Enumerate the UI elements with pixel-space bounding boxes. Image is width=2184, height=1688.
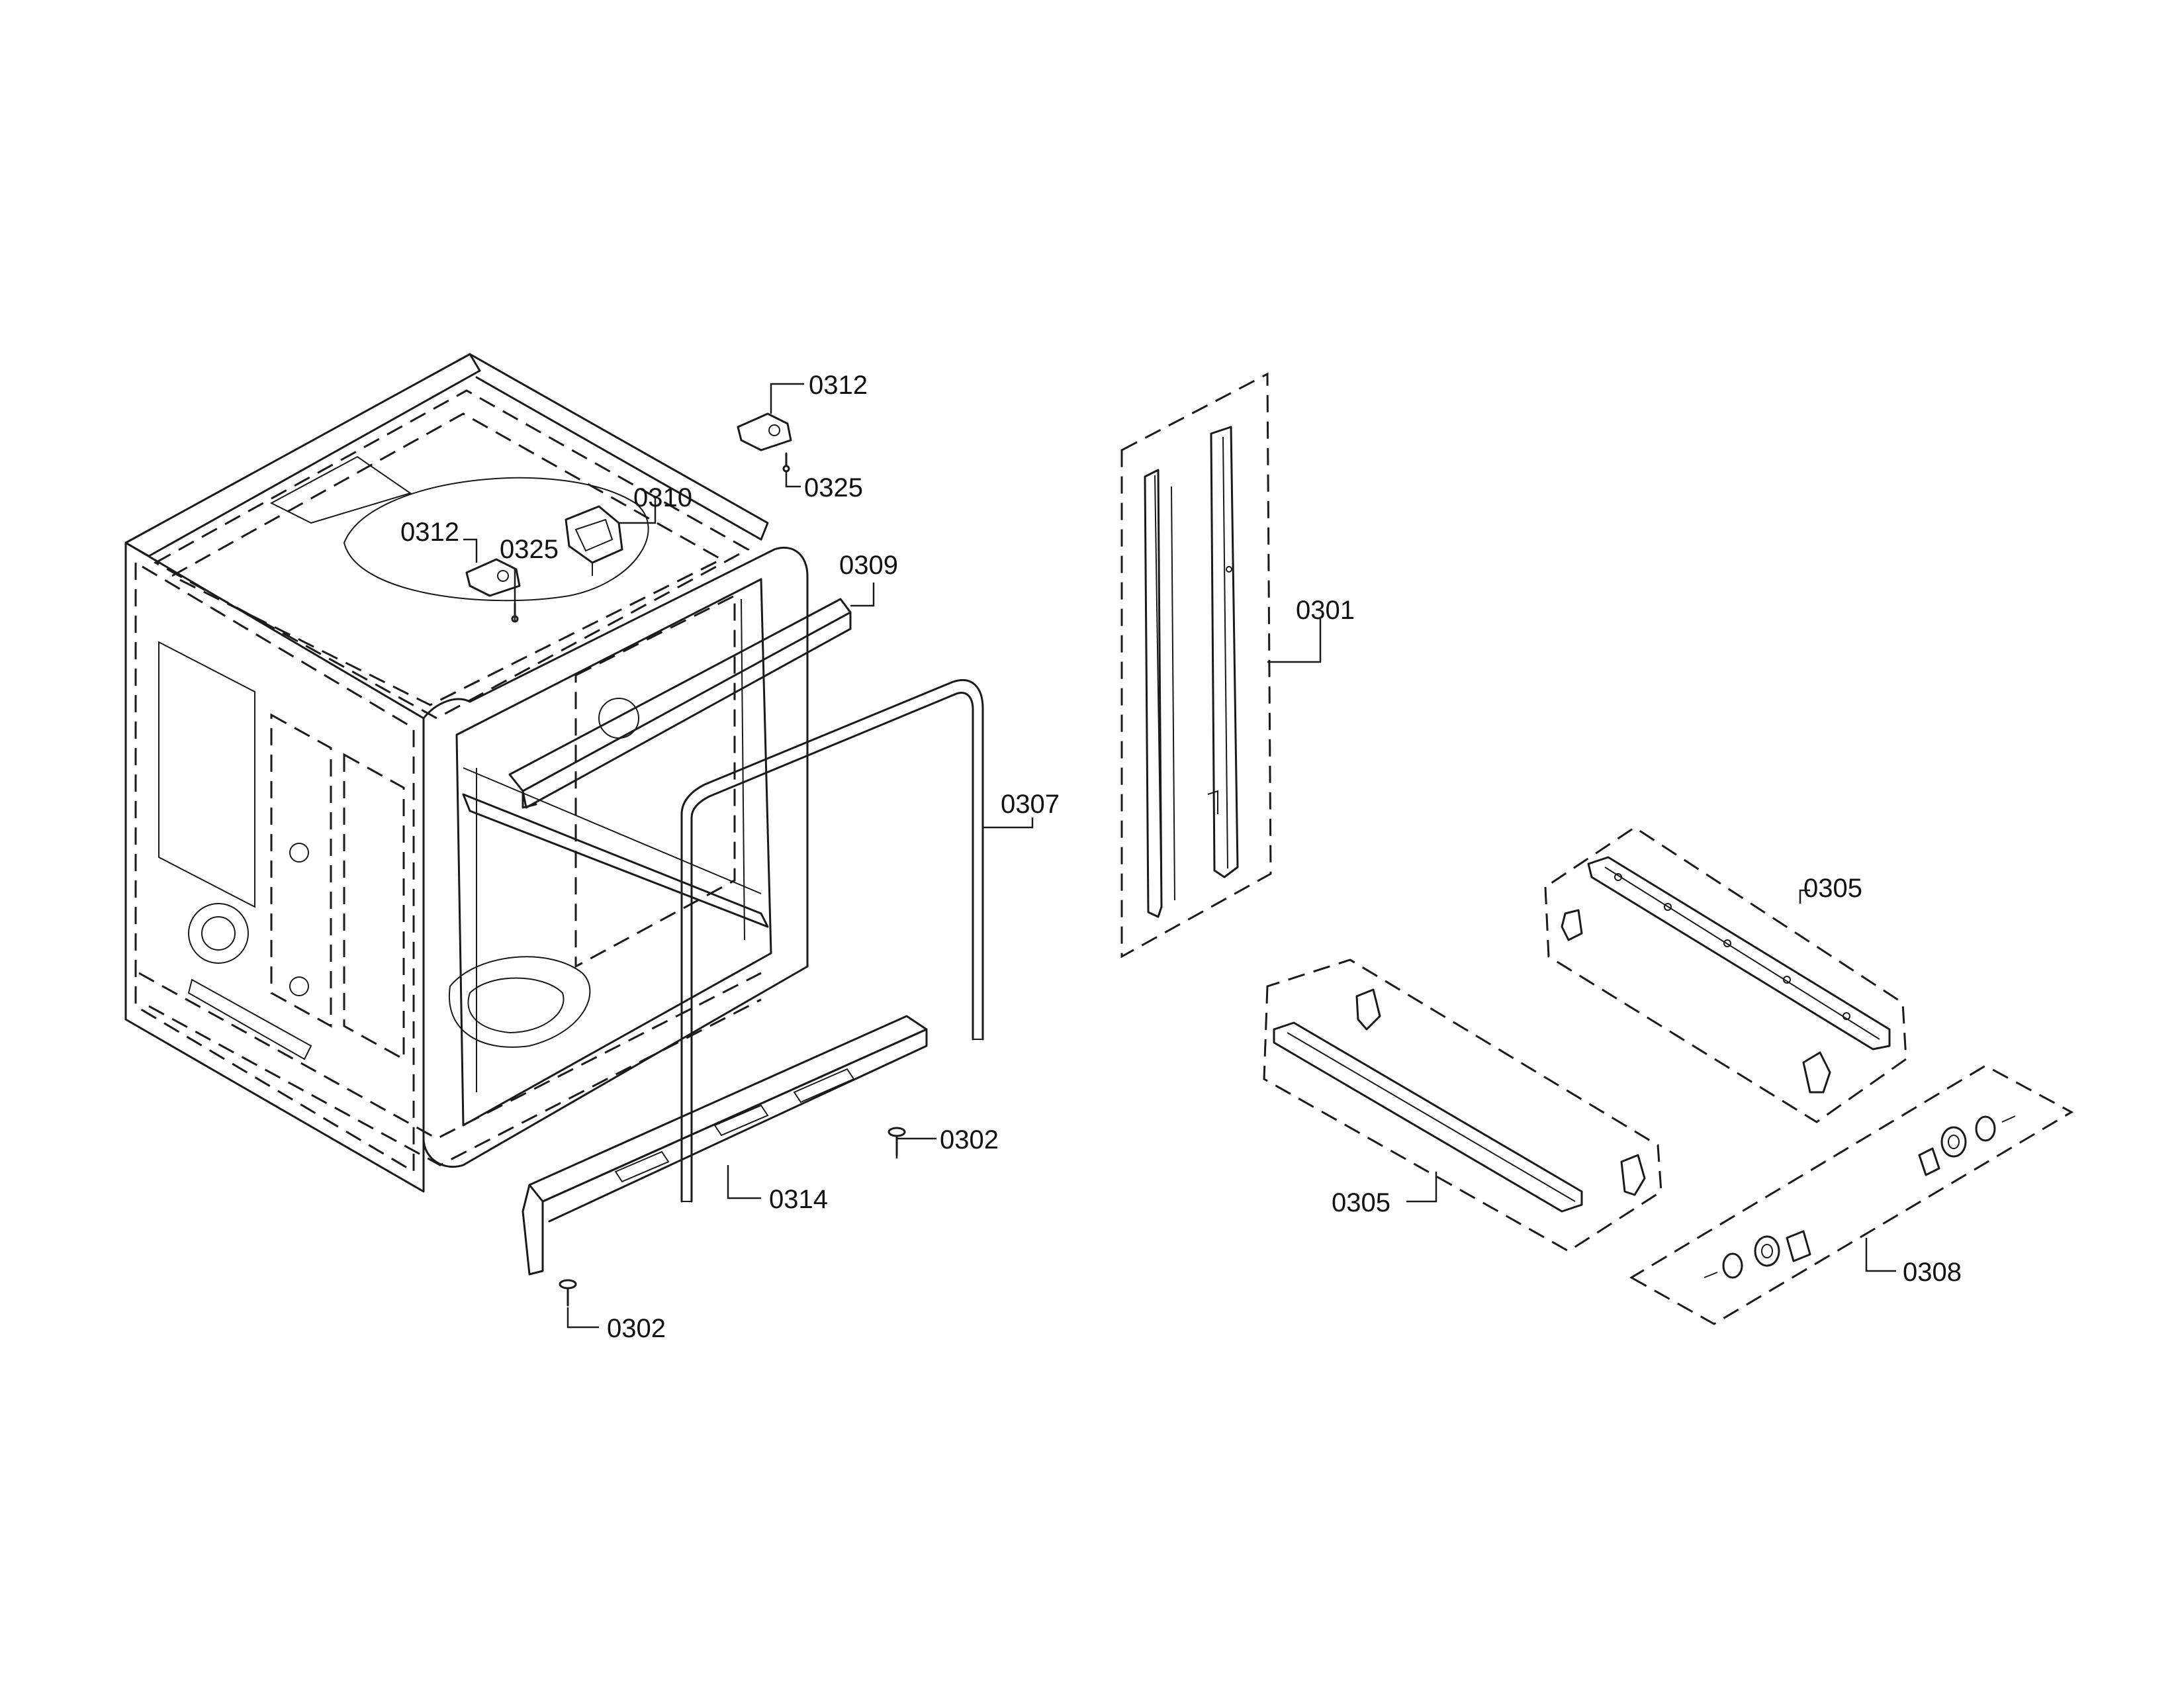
callout-0314: 0314: [769, 1185, 828, 1214]
part-0305-upper-group: [1544, 826, 1907, 1123]
callout-0312-top: 0312: [809, 371, 868, 400]
part-0314-trim: [522, 1015, 928, 1276]
callout-0312-left: 0312: [400, 518, 459, 547]
bracket-0310: [565, 505, 623, 576]
bracket-0312-left: [465, 558, 521, 597]
part-0301-group: [1120, 372, 1272, 959]
callout-0305-upper: 0305: [1803, 874, 1862, 903]
tub-assembly: [124, 353, 809, 1193]
callout-0325-left: 0325: [500, 535, 559, 564]
part-0307-gasket: [680, 679, 984, 1203]
callout-0301: 0301: [1296, 596, 1355, 625]
bracket-0312-top: [737, 412, 792, 451]
callout-labels: 0312 0325 0310 0312 0325 0309 0307 0302 …: [400, 371, 1962, 1343]
part-0305-lower-group: [1263, 959, 1662, 1252]
screw-0325-top: [782, 452, 790, 473]
callout-0308: 0308: [1903, 1258, 1962, 1287]
callout-0310: 0310: [633, 483, 692, 512]
part-0308-group: [1629, 1064, 2074, 1325]
callout-0309: 0309: [839, 551, 898, 580]
part-0309-bar: [508, 598, 852, 809]
leader-lines: [463, 383, 1896, 1329]
callout-0302-bottom: 0302: [607, 1314, 666, 1343]
callout-0325-top: 0325: [804, 473, 863, 502]
callout-0302-right: 0302: [940, 1125, 999, 1154]
screw-0302-bottom: [559, 1279, 577, 1307]
callout-0305-lower: 0305: [1332, 1188, 1390, 1217]
callout-0307: 0307: [1001, 790, 1060, 819]
